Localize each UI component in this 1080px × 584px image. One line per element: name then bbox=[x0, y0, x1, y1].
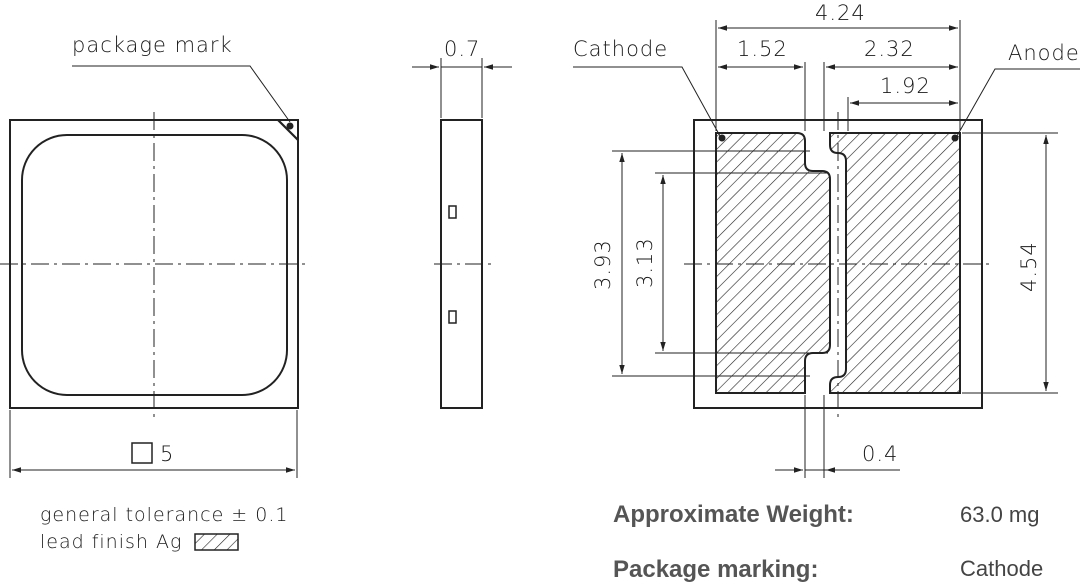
cathode-label: Cathode bbox=[573, 37, 668, 61]
anode-dot bbox=[951, 134, 959, 142]
tolerance-note: general tolerance ± 0.1 bbox=[40, 504, 289, 526]
dim-total-width: 4.24 bbox=[815, 1, 866, 25]
marking-label: Package marking: bbox=[613, 556, 819, 583]
marking-value: Cathode bbox=[960, 556, 1044, 581]
package-mark-label: package mark bbox=[72, 33, 233, 57]
dim-313: 3.13 bbox=[633, 237, 657, 288]
dim-anode-inner: 1.92 bbox=[880, 74, 931, 98]
dim-cathode-width: 1.52 bbox=[737, 37, 788, 61]
weight-value: 63.0 mg bbox=[960, 502, 1040, 527]
dim-square-value: 5 bbox=[160, 442, 174, 466]
cathode-pad bbox=[715, 132, 831, 394]
dim-thickness: 0.7 bbox=[444, 37, 480, 61]
dim-393: 3.93 bbox=[591, 239, 615, 290]
lead-finish-note: lead finish Ag bbox=[40, 531, 183, 553]
dim-454: 4.54 bbox=[1017, 241, 1041, 292]
square-symbol bbox=[131, 442, 153, 464]
dim-gap: 0.4 bbox=[862, 442, 898, 466]
cathode-dot bbox=[718, 134, 726, 142]
anode-pad bbox=[829, 132, 961, 394]
anode-label: Anode bbox=[1008, 41, 1080, 65]
bottom-view bbox=[693, 119, 983, 409]
weight-label: Approximate Weight: bbox=[613, 501, 854, 528]
package-mark-dot bbox=[286, 122, 294, 130]
dim-anode-width: 2.32 bbox=[864, 37, 915, 61]
lead-finish-swatch bbox=[194, 533, 239, 551]
